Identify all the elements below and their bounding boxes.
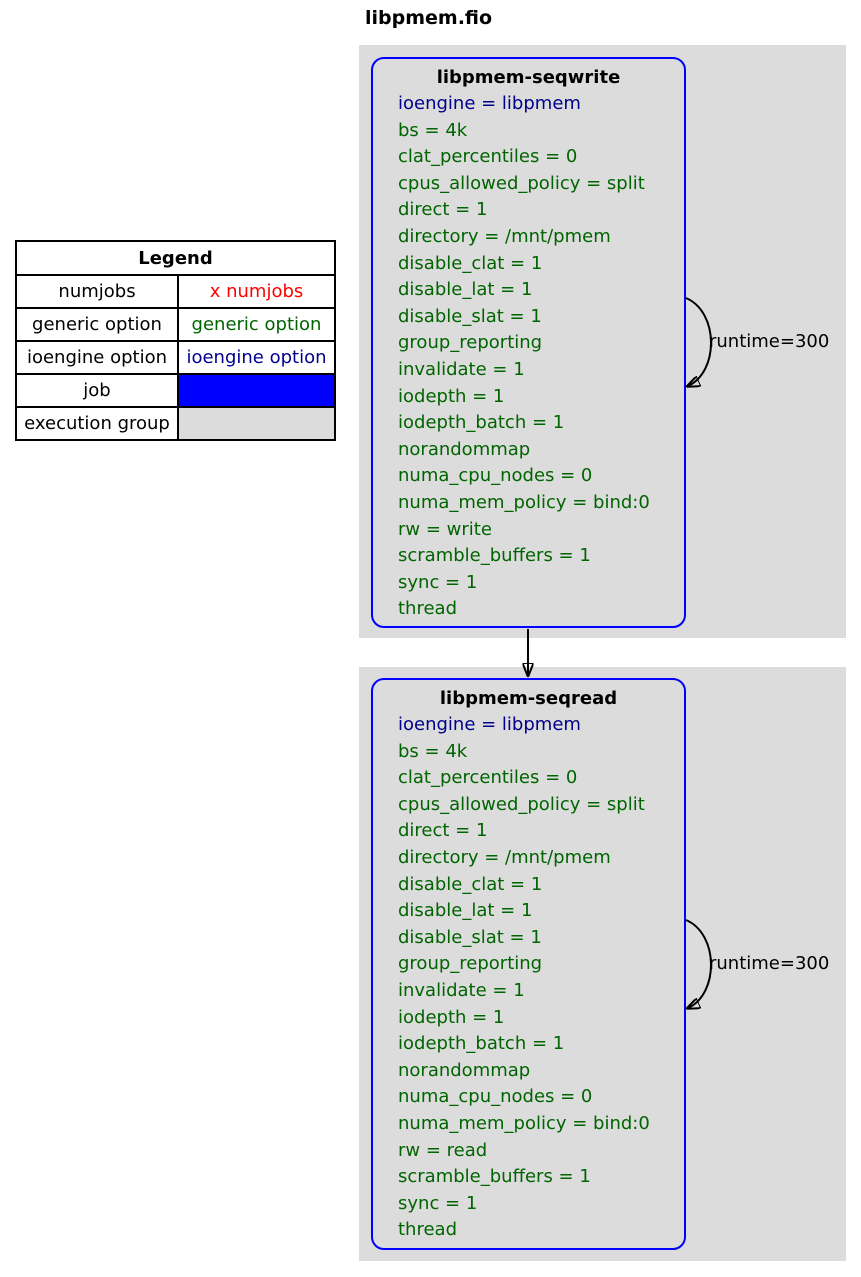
legend-term-ioengine-option: ioengine option <box>17 342 179 375</box>
legend-term-generic-option: generic option <box>17 309 179 342</box>
job-option: disable_lat = 1 <box>398 279 533 301</box>
job-option: numa_mem_policy = bind:0 <box>398 1112 650 1134</box>
legend-title: Legend <box>17 242 334 276</box>
job-option: sync = 1 <box>398 571 478 593</box>
runtime-label-seqread: runtime=300 <box>709 953 830 974</box>
job-box-seqread: libpmem-seqread ioengine = libpmem bs = 4… <box>371 678 686 1250</box>
job-option: disable_slat = 1 <box>398 926 542 948</box>
job-option: scramble_buffers = 1 <box>398 1166 591 1188</box>
job-option: norandommap <box>398 1059 531 1081</box>
legend-term-job: job <box>17 375 179 408</box>
job-option: clat_percentiles = 0 <box>398 146 578 168</box>
job-option: rw = write <box>398 518 492 540</box>
job-option: disable_lat = 1 <box>398 900 533 922</box>
job-option: sync = 1 <box>398 1192 478 1214</box>
job-options-seqwrite: ioengine = libpmem bs = 4k clat_percentile… <box>373 91 684 623</box>
legend-term-execution-group: execution group <box>17 408 179 439</box>
job-option: cpus_allowed_policy = split <box>398 172 645 194</box>
job-option: disable_clat = 1 <box>398 873 543 895</box>
job-option: disable_clat = 1 <box>398 252 543 274</box>
job-option: iodepth = 1 <box>398 1006 505 1028</box>
job-option: iodepth_batch = 1 <box>398 1033 565 1055</box>
job-option: direct = 1 <box>398 820 488 842</box>
job-option: cpus_allowed_policy = split <box>398 793 645 815</box>
job-option: iodepth = 1 <box>398 385 505 407</box>
execution-group-seqwrite: libpmem-seqwrite ioengine = libpmem bs = … <box>359 45 846 638</box>
job-option: numa_cpu_nodes = 0 <box>398 1086 593 1108</box>
job-option: scramble_buffers = 1 <box>398 545 591 567</box>
job-option: invalidate = 1 <box>398 979 525 1001</box>
execution-group-seqread: libpmem-seqread ioengine = libpmem bs = 4… <box>359 667 846 1261</box>
job-option: group_reporting <box>398 332 543 354</box>
job-option: thread <box>398 598 458 620</box>
legend-table: Legend numjobs x numjobs generic option … <box>15 240 336 441</box>
job-box-seqwrite: libpmem-seqwrite ioengine = libpmem bs = … <box>371 57 686 628</box>
job-option: direct = 1 <box>398 199 488 221</box>
legend-sample-numjobs: x numjobs <box>179 276 334 309</box>
job-option: invalidate = 1 <box>398 358 525 380</box>
job-title-seqread: libpmem-seqread <box>439 688 618 709</box>
job-option: disable_slat = 1 <box>398 305 542 327</box>
job-option: group_reporting <box>398 953 543 975</box>
job-option: norandommap <box>398 438 531 460</box>
job-option: thread <box>398 1219 458 1241</box>
job-option: numa_cpu_nodes = 0 <box>398 465 593 487</box>
job-option: bs = 4k <box>398 740 468 762</box>
job-option: ioengine = libpmem <box>398 714 581 735</box>
job-option: bs = 4k <box>398 119 468 141</box>
legend-term-numjobs: numjobs <box>17 276 179 309</box>
job-option: directory = /mnt/pmem <box>398 846 611 868</box>
graph-title: libpmem.fio <box>365 7 493 29</box>
job-option: clat_percentiles = 0 <box>398 767 578 789</box>
legend-sample-job <box>179 375 334 408</box>
job-option: ioengine = libpmem <box>398 93 581 114</box>
legend-sample-execution-group <box>179 408 334 439</box>
job-option: directory = /mnt/pmem <box>398 225 611 247</box>
job-option: rw = read <box>398 1139 488 1161</box>
legend-sample-generic-option: generic option <box>179 309 334 342</box>
job-options-seqread: ioengine = libpmem bs = 4k clat_percentile… <box>373 712 684 1244</box>
job-option: iodepth_batch = 1 <box>398 412 565 434</box>
legend-sample-ioengine-option: ioengine option <box>179 342 334 375</box>
job-option: numa_mem_policy = bind:0 <box>398 491 650 513</box>
runtime-label-seqwrite: runtime=300 <box>709 331 830 352</box>
job-title-seqwrite: libpmem-seqwrite <box>436 67 621 88</box>
